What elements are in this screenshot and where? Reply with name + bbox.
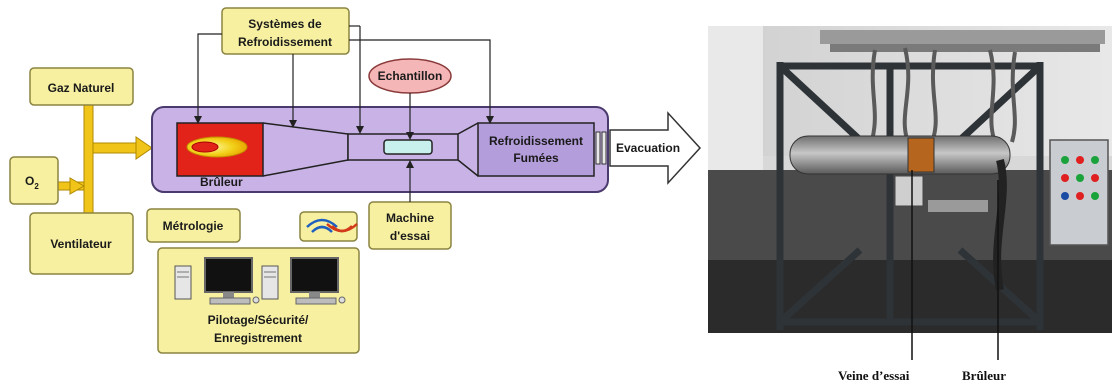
control-label-1: Pilotage/Sécurité/ [208, 313, 309, 327]
flue-cooling-box [477, 122, 595, 177]
photo-label-burner: Brûleur [962, 368, 1006, 383]
diffuser [457, 122, 479, 177]
natural-gas-node: Gaz Naturel [29, 67, 134, 106]
test-machine-label-2: d'essai [390, 229, 430, 243]
natural-gas-label: Gaz Naturel [48, 81, 115, 95]
sample-node: Echantillon [368, 58, 452, 140]
test-machine-node: Machine d'essai [368, 160, 452, 250]
test-bench-photo: Veine d’essai Brûleur [708, 26, 1112, 383]
exhaust-arrow: Evacuation [595, 111, 702, 185]
computer-icon [174, 257, 260, 305]
test-machine-label-1: Machine [386, 211, 434, 225]
exhaust-label: Evacuation [616, 141, 680, 155]
cooling-systems-label-2: Refroidissement [238, 35, 332, 49]
fan-label: Ventilateur [50, 237, 112, 251]
oxygen-node: O2 [9, 156, 59, 205]
metrology-label: Métrologie [163, 219, 224, 233]
flue-cooling-label-1: Refroidissement [489, 134, 583, 148]
cooling-systems: Systèmes de Refroidissement [194, 7, 494, 134]
cooling-systems-label-1: Systèmes de [248, 17, 322, 31]
computer-icon [261, 257, 346, 305]
sample-specimen [383, 139, 433, 155]
wireless-signal-icon [299, 211, 358, 242]
control-node: Pilotage/Sécurité/ Enregistrement [157, 247, 360, 354]
test-section [347, 133, 459, 161]
fan-node: Ventilateur [29, 212, 134, 275]
oxygen-label: O2 [25, 174, 39, 191]
photo-label-test-section: Veine d’essai [838, 368, 910, 383]
flue-cooling-label-2: Fumées [513, 151, 559, 165]
schematic: Brûleur Refroidissement Fumées Evacuatio… [9, 7, 702, 354]
supply-piping [56, 102, 153, 216]
burner-label: Brûleur [200, 175, 243, 189]
sample-label: Echantillon [378, 69, 443, 83]
burner-block: Brûleur [176, 122, 264, 189]
control-label-2: Enregistrement [214, 331, 302, 345]
metrology-node: Métrologie [146, 208, 241, 243]
